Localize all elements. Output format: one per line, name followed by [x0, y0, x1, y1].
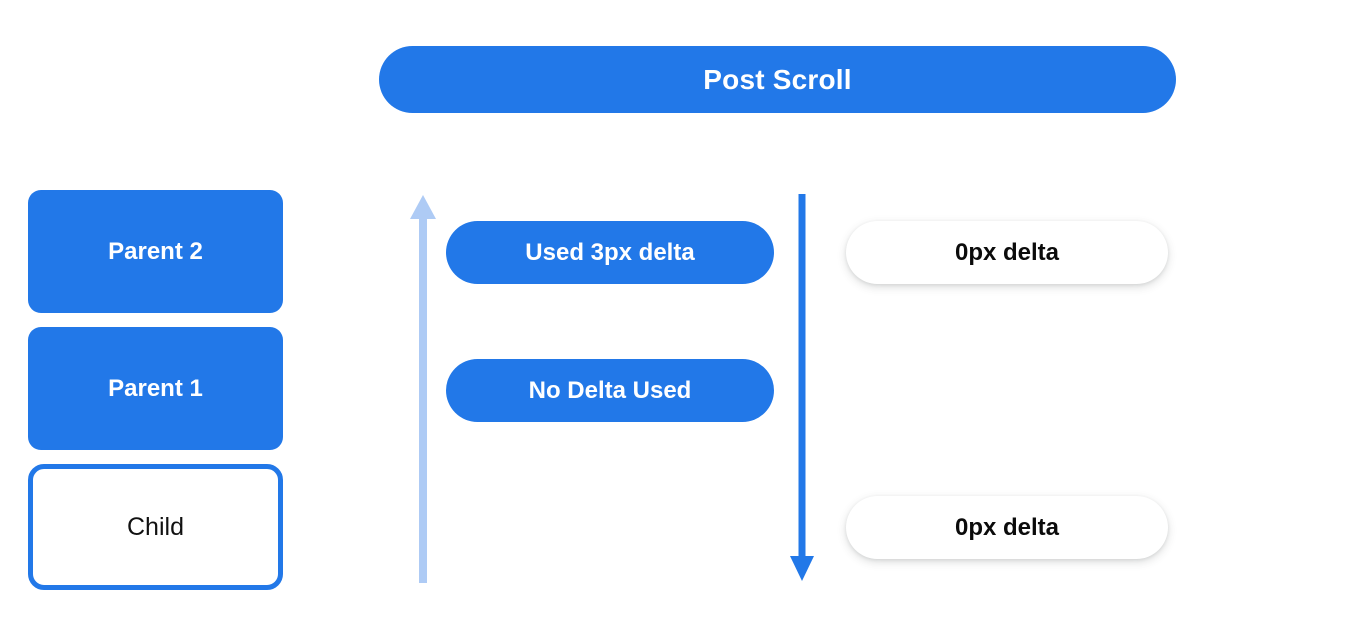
- middle-pill-used-3px-delta: Used 3px delta: [446, 221, 774, 284]
- node-box-child-label: Child: [127, 512, 184, 541]
- node-box-child: Child: [28, 464, 283, 590]
- node-box-parent-1: Parent 1: [28, 327, 283, 450]
- right-pill-delta-top: 0px delta: [846, 221, 1168, 284]
- right-pill-delta-bottom-label: 0px delta: [954, 513, 1060, 541]
- node-box-parent-1-label: Parent 1: [108, 374, 203, 402]
- scroll-up-arrow: [410, 195, 436, 583]
- node-stack: Parent 2 Parent 1 Child: [28, 190, 283, 590]
- node-spacer: [28, 313, 283, 327]
- node-box-parent-2: Parent 2: [28, 190, 283, 313]
- node-spacer: [28, 450, 283, 464]
- right-pill-delta-bottom: 0px delta: [846, 496, 1168, 559]
- node-box-parent-2-label: Parent 2: [108, 237, 203, 265]
- post-scroll-header: Post Scroll: [379, 46, 1176, 113]
- middle-pill-no-delta-used: No Delta Used: [446, 359, 774, 422]
- scroll-down-arrow: [790, 194, 814, 581]
- middle-pill-used-3px-delta-label: Used 3px delta: [525, 238, 695, 266]
- middle-pill-no-delta-used-label: No Delta Used: [528, 376, 692, 404]
- post-scroll-header-label: Post Scroll: [703, 63, 852, 95]
- right-pill-delta-top-label: 0px delta: [954, 238, 1060, 266]
